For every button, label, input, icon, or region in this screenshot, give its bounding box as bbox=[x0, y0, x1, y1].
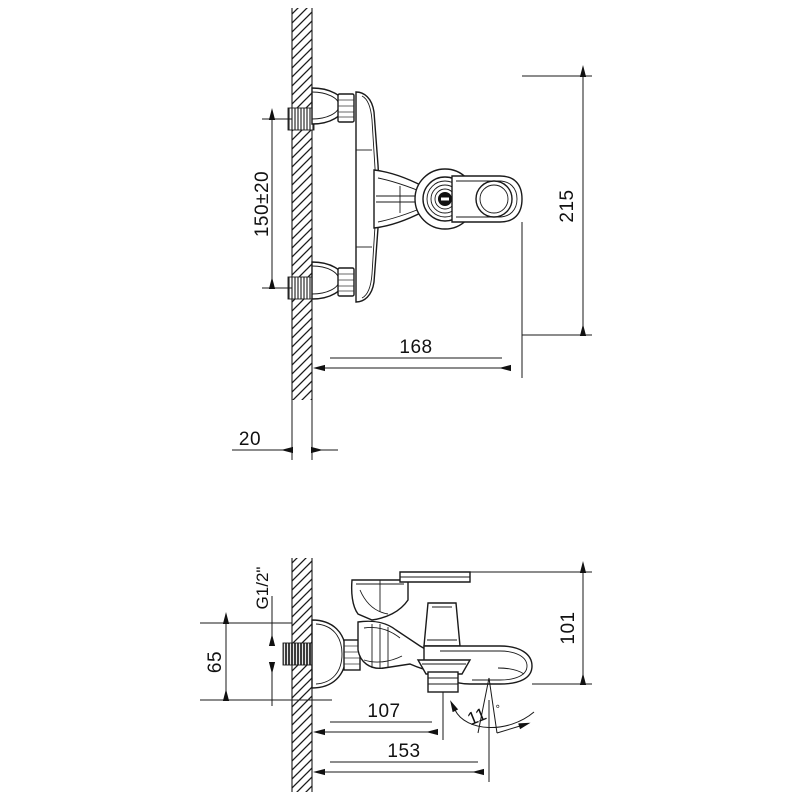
dim-label-168: 168 bbox=[399, 337, 432, 358]
dimension-overall-height: 215 bbox=[522, 65, 592, 336]
wall-section-upper bbox=[291, 8, 313, 400]
dimension-projection: 168 bbox=[311, 222, 523, 378]
coupling-nut-lower bbox=[337, 267, 355, 297]
side-view: G1/2" 65 101 107 bbox=[200, 558, 592, 792]
dim-label-65: 65 bbox=[205, 651, 226, 673]
dimension-thread-size: G1/2" bbox=[253, 567, 276, 706]
wall-section-lower bbox=[291, 558, 313, 792]
wall-hatch-lower bbox=[292, 558, 312, 792]
coupling-nut-upper bbox=[337, 93, 355, 123]
dimension-diverter-offset: 107 bbox=[311, 692, 444, 740]
dimension-spout-reach: 153 bbox=[311, 700, 490, 782]
dim-label-20: 20 bbox=[239, 429, 261, 450]
dimension-spout-angle: 11 ° bbox=[450, 677, 535, 734]
degree-sign-icon: ° bbox=[495, 703, 504, 716]
coupling-nut-side bbox=[343, 639, 361, 671]
dim-label-153: 153 bbox=[387, 741, 420, 762]
spout-rib bbox=[416, 659, 472, 675]
wall-hatch-upper bbox=[292, 8, 312, 400]
dimension-body-height: 101 bbox=[470, 561, 592, 685]
dim-label-11: 11 bbox=[464, 704, 489, 730]
dimension-wall-thickness: 20 bbox=[232, 400, 338, 460]
top-view: 150±20 215 168 bbox=[252, 8, 592, 400]
dim-label-101: 101 bbox=[558, 611, 579, 644]
dim-label-g-half: G1/2" bbox=[253, 567, 272, 610]
dim-label-150-20: 150±20 bbox=[252, 171, 273, 237]
top-shelf-plate bbox=[399, 571, 471, 583]
diverter-knob bbox=[427, 671, 459, 693]
lever-handle bbox=[423, 602, 461, 647]
aerator-outlet bbox=[475, 180, 513, 218]
escutcheon-side bbox=[311, 619, 347, 689]
body-top-block bbox=[350, 579, 409, 621]
dim-label-107: 107 bbox=[367, 701, 400, 722]
dimension-inlet-spacing: 150±20 bbox=[252, 108, 292, 289]
spout-arm bbox=[451, 175, 523, 223]
dim-label-215: 215 bbox=[557, 189, 578, 222]
dimension-inlet-height: 65 bbox=[200, 612, 332, 701]
